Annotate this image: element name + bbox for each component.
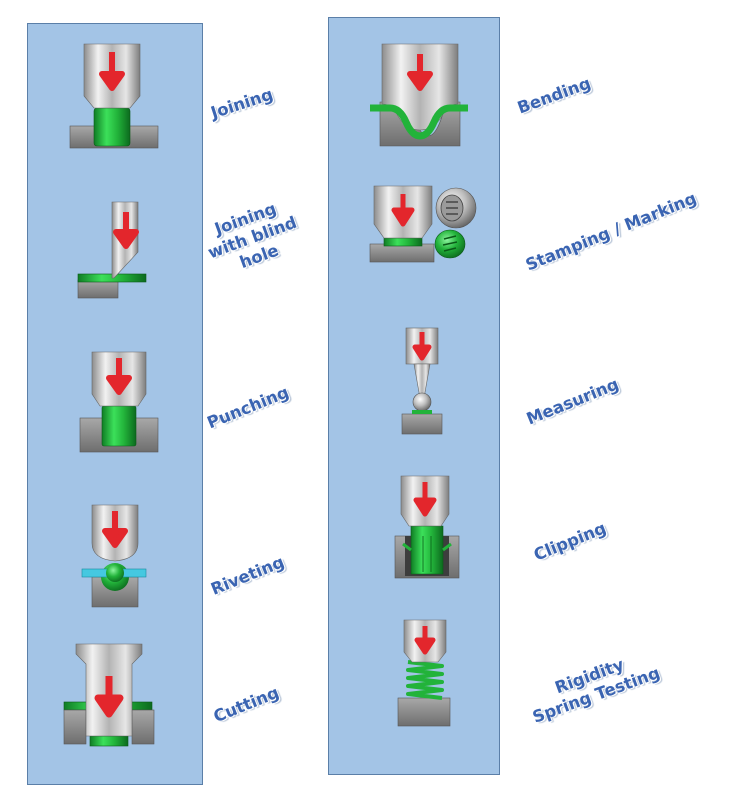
label-joining: Joining [208, 84, 276, 123]
punching-icon [79, 351, 159, 453]
label-bending: Bending [514, 73, 594, 118]
cutting-icon [63, 643, 155, 747]
label-joining-blind-hole: Joining with blind hole [205, 198, 300, 273]
joining-blind-hole-icon [77, 201, 147, 299]
clipping-icon [394, 475, 460, 579]
label-measuring: Measuring [523, 374, 622, 429]
joining-icon [69, 43, 159, 149]
label-punching: Punching [204, 382, 292, 433]
label-riveting: Riveting [208, 552, 287, 599]
stamping-marking-icon [369, 185, 477, 263]
label-stamping-marking: Stamping / Marking [522, 188, 700, 275]
riveting-icon [81, 504, 147, 608]
rigidity-spring-testing-icon [397, 619, 451, 727]
label-rigidity-spring-testing: Rigidity Spring Testing [530, 654, 663, 727]
label-clipping: Clipping [531, 518, 609, 565]
label-cutting: Cutting [210, 682, 282, 727]
bending-icon [370, 43, 468, 147]
measuring-icon [401, 327, 443, 435]
